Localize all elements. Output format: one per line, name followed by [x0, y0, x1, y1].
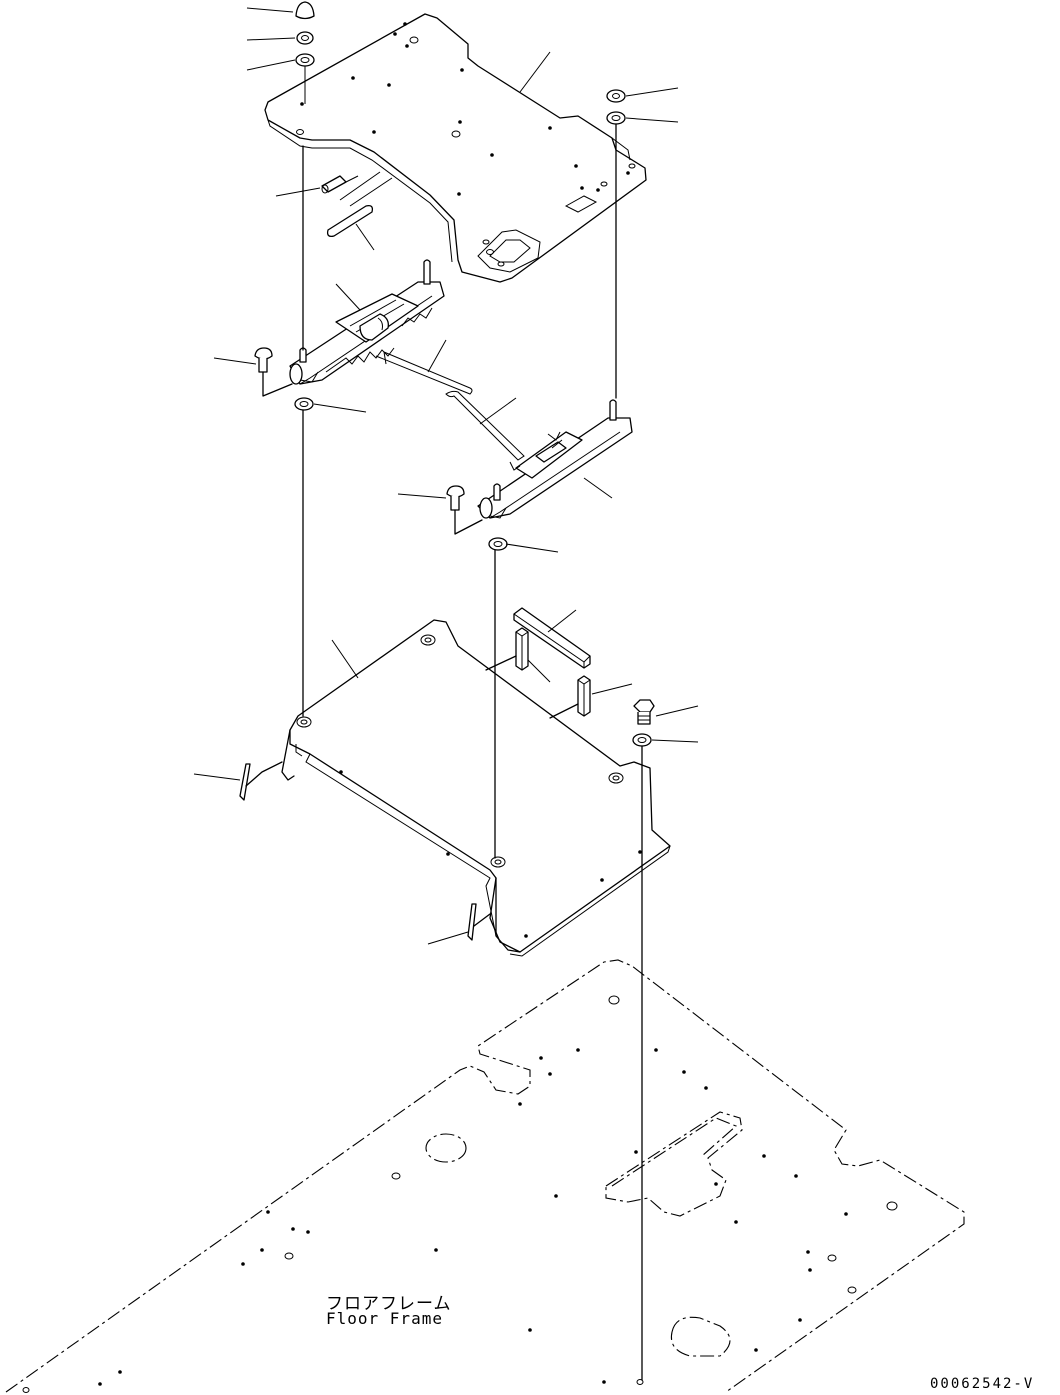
right-bolt-part	[446, 485, 465, 511]
mid-plate-holes	[296, 634, 642, 938]
mid-plate	[281, 619, 671, 957]
left-bolt-part	[254, 347, 273, 373]
top-plate	[264, 13, 647, 283]
floor-frame-holes	[22, 995, 898, 1393]
right-latch-assembly	[445, 390, 633, 519]
callout-leaders	[193, 7, 699, 945]
washer-part	[295, 53, 315, 67]
rubber-strip-part	[326, 204, 374, 238]
long-block-part	[513, 607, 591, 669]
floor-frame	[5, 959, 965, 1393]
floor-frame-label-jp: フロアフレーム	[326, 1294, 452, 1314]
alignment-lines	[302, 123, 643, 1381]
washer-part-right	[606, 111, 626, 125]
top-plate-holes	[296, 22, 636, 267]
spring-pin-part	[321, 175, 347, 194]
floor-frame-label-en: Floor Frame	[326, 1309, 443, 1328]
left-washer-mid	[294, 397, 314, 411]
right-washer-mid	[488, 537, 508, 551]
cap-nut-part	[295, 1, 315, 20]
nut-part	[296, 31, 314, 45]
pin-part-right	[467, 903, 477, 941]
hex-bolt-part	[633, 699, 655, 725]
drawing-number: 00062542-V	[930, 1376, 1035, 1392]
short-block-part-1	[515, 627, 529, 671]
nut-part-right	[606, 89, 626, 103]
left-latch-assembly	[289, 259, 473, 395]
washer-part-lower-right	[632, 733, 652, 747]
pin-part-left	[239, 763, 251, 801]
short-block-part-2	[577, 675, 591, 717]
